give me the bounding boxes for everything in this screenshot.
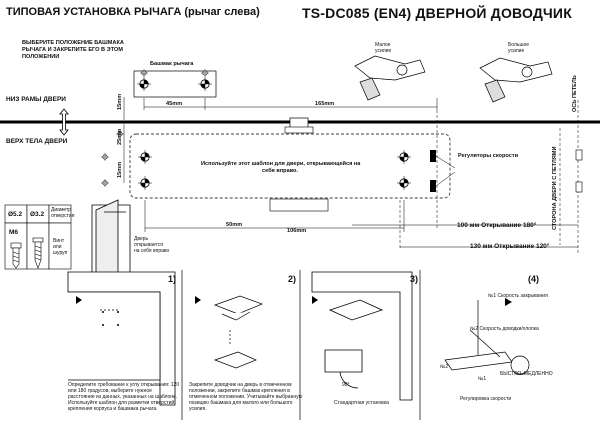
step2-arrow-icon — [195, 296, 201, 304]
screw-label-2: или — [53, 244, 62, 250]
shoe-label: Башмак рычага — [150, 61, 194, 67]
step1-text-2: или 180 градусов, выберите нужное — [68, 388, 152, 394]
wood-screw-icon — [32, 237, 44, 269]
step4-speed1: №1 Скорость закрывания — [488, 293, 548, 299]
step4-no1: №1 — [478, 376, 487, 382]
instruction-line-1: ВЫБЕРИТЕ ПОЛОЖЕНИЕ БАШМАКА — [22, 40, 124, 46]
dim-15b: 15mm — [117, 161, 123, 178]
step1-text-5: крепления корпуса и башмака рычага. — [68, 406, 158, 412]
row-100: 100 мм Открывание 180° — [457, 222, 537, 229]
template-text-line-2: себя вправо. — [262, 168, 299, 174]
door-sketch — [91, 199, 131, 281]
screw-icon — [10, 242, 22, 269]
template-text-line-1: Используйте этот шаблон для двери, откры… — [201, 161, 361, 167]
dim-165: 165mm — [315, 101, 335, 107]
door-caption-1: Дверь — [134, 236, 149, 242]
step3-arrow-icon — [312, 296, 318, 304]
screw-label-1: Винт — [53, 238, 65, 244]
hinge-side-label: СТОРОНА ДВЕРИ С ПЕТЛЯМИ — [552, 146, 558, 230]
drill-label-1: Диаметр — [51, 207, 72, 213]
step1-text-3: расстояние из данных, указанных на шабло… — [68, 394, 178, 400]
dim-106: 106mm — [287, 228, 307, 234]
hole-a-label: Ø5.2 — [8, 211, 23, 218]
step4-closer-sketch — [444, 300, 530, 376]
step-1-number: 1) — [168, 274, 177, 284]
dim-15a: 15mm — [117, 93, 123, 110]
large-force-label-1: Большое — [508, 42, 530, 48]
hole-b-label: Ø3.2 — [30, 211, 45, 218]
step2-closer-sketch — [213, 295, 263, 369]
step-3-number: 3) — [410, 274, 419, 284]
step1-door-frame — [67, 271, 176, 406]
dim-50: 50mm — [226, 222, 243, 228]
step4-speed2: №2 Скорость доводки/хлопка — [470, 326, 539, 332]
instruction-line-3: ПОЛОЖЕНИИ — [22, 54, 60, 60]
step1-text-4: Используйте шаблон для разметки отверсти… — [68, 400, 175, 406]
step3-door-frame — [311, 271, 413, 401]
step1-arrow-icon — [76, 296, 82, 304]
step1-text-1: Определите требование к углу открывания:… — [68, 382, 180, 388]
dim-45: 45mm — [166, 101, 183, 107]
frame-label: НИЗ РАМЫ ДВЕРИ — [6, 96, 66, 103]
door-caption-2: открывается — [134, 242, 163, 248]
step3-angle: 90° — [342, 382, 350, 388]
step2-text-5: усилия. — [189, 406, 207, 412]
step-4-number: (4) — [528, 274, 539, 284]
closer-body-outline — [129, 133, 451, 199]
page-title-right: TS-DC085 (EN4) ДВЕРНОЙ ДОВОДЧИК — [302, 5, 572, 21]
page-title-left: ТИПОВАЯ УСТАНОВКА РЫЧАГА (рычаг слева) — [6, 6, 260, 18]
step4-slow: МЕДЛЕННО — [524, 371, 553, 377]
step4-caption: Регулировка скорости — [460, 396, 512, 402]
drill-label-2: отверстия — [51, 213, 75, 219]
screw-a-label: M6 — [9, 229, 19, 236]
axis-label: ОСЬ ПЕТЕЛЬ — [572, 75, 578, 112]
instruction-line-2: РЫЧАГА И ЗАКРЕПИТЕ ЕГО В ЭТОМ — [22, 47, 123, 53]
small-force-label-2: усилие — [375, 48, 392, 54]
step2-text-2: положении, закрепите башмак крепления в — [189, 388, 290, 394]
small-force-arm — [354, 55, 426, 101]
step4-fast: БЫСТРО — [500, 371, 522, 377]
door-caption-3: на себя вправо — [134, 248, 170, 254]
step2-text-3: отмеченном положении. Учитывайте выбранн… — [189, 394, 303, 400]
row-130: 130 мм Открывание 120° — [470, 243, 550, 250]
step4-arrow-icon — [505, 298, 512, 306]
step3-caption: Стандартная установка — [334, 400, 389, 406]
step2-text-4: позицию башмака для малого или большого — [189, 400, 293, 406]
step-2-number: 2) — [288, 274, 297, 284]
door-top-label: ВЕРХ ТЕЛА ДВЕРИ — [6, 138, 68, 145]
step2-text-1: Закрепите доводчик на дверь в отмеченном — [189, 382, 292, 388]
large-force-arm — [479, 57, 553, 103]
dim-25: 25mm — [117, 128, 123, 145]
step4-no2: №2 — [440, 364, 449, 370]
screw-label-3: шуруп — [53, 250, 68, 256]
large-force-label-2: усилие — [508, 48, 525, 54]
up-down-arrow-icon — [59, 108, 69, 136]
small-force-label-1: Малое — [375, 42, 391, 48]
speed-regulators-label: Регуляторы скорости — [458, 153, 519, 159]
